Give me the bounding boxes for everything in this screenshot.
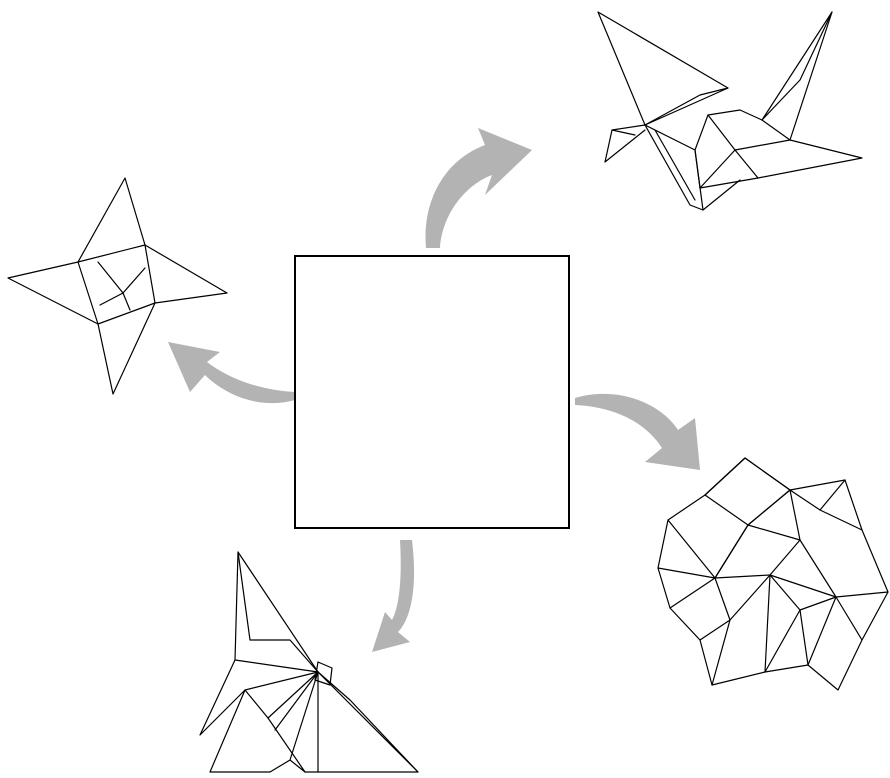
paper-square-icon [295,256,569,528]
arrow-to-ball [575,394,700,470]
origami-butterfly-icon [200,552,418,772]
arrow-to-star [168,342,295,403]
arrow-to-butterfly [372,540,414,652]
arrow-to-crane [426,128,532,248]
origami-kusudama-ball-icon [658,458,888,690]
origami-crane-icon [598,12,862,210]
